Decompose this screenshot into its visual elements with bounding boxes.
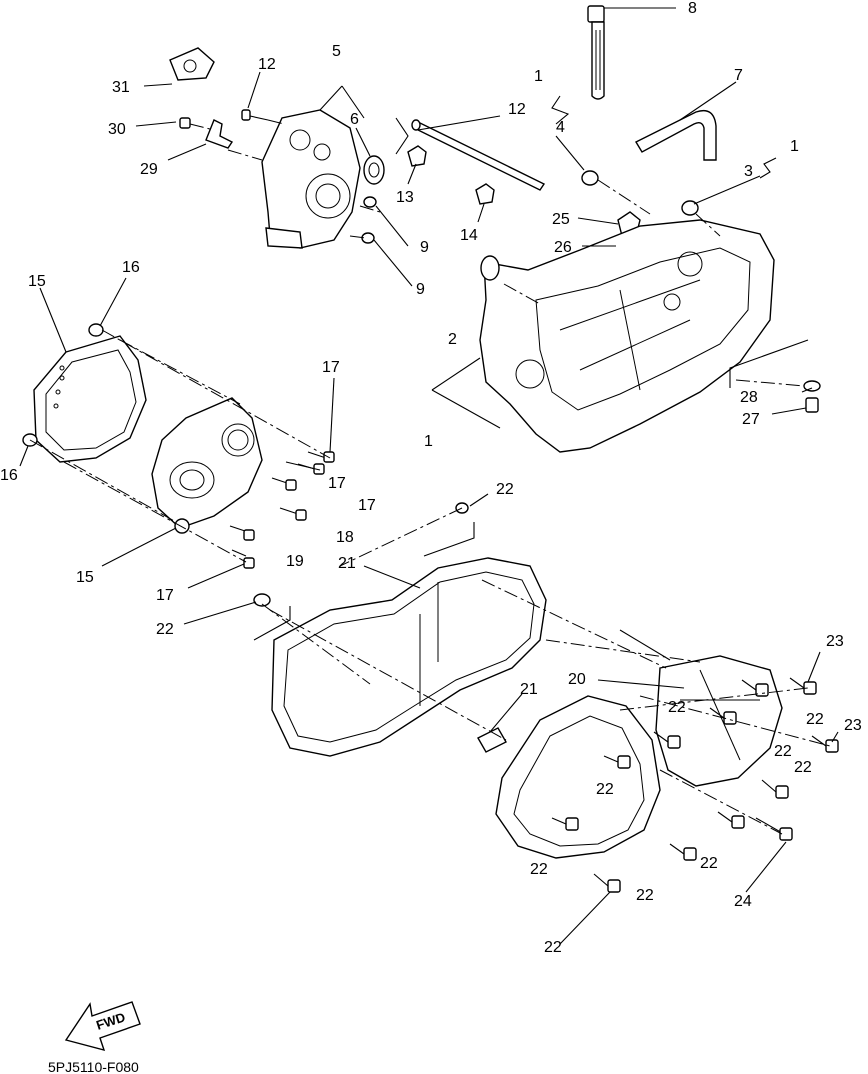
bolt-22e-part (717, 811, 745, 829)
assembly-lines (29, 119, 831, 835)
callout-22: 22 (636, 887, 654, 904)
callout-17: 17 (358, 497, 376, 514)
callout-22: 22 (544, 939, 562, 956)
callout-22: 22 (530, 861, 548, 878)
callout-16: 17 (322, 359, 340, 376)
callout-15: 16 (122, 259, 140, 276)
pump-housing-part (261, 109, 361, 249)
leader-lines (19, 7, 839, 945)
bolt-16b-part (231, 549, 255, 569)
callout-10: 12 (258, 56, 276, 73)
bracket-29-part (205, 119, 234, 149)
callout-20: 21 (520, 681, 538, 698)
nut-12b-part (475, 183, 495, 205)
dowel-4-part (581, 170, 599, 186)
group-brackets (253, 85, 809, 661)
bolt-10-part (241, 109, 269, 121)
callout-2: 2 (448, 331, 457, 348)
callout-17: 18 (336, 529, 354, 546)
washer-28-part (803, 380, 821, 392)
callout-31: 31 (112, 79, 130, 96)
seal-6-part (363, 155, 385, 185)
hose-part (635, 109, 717, 161)
callout-23: 23 (826, 633, 844, 650)
bolt-17c-part (279, 507, 307, 521)
bolt-22b-part (551, 817, 579, 831)
nut-12a-part (407, 145, 427, 167)
bolt-17b-part (271, 477, 297, 491)
callout-17: 19 (286, 553, 304, 570)
bolt-22g-part (709, 707, 737, 725)
callout-27: 27 (742, 411, 760, 428)
callout-7: 7 (734, 67, 743, 84)
callout-1: 1 (424, 433, 433, 450)
callout-30: 30 (108, 121, 126, 138)
dowel-20-part (477, 727, 507, 753)
diagram-code: 5PJ5110-F080 (48, 1059, 139, 1074)
callout-28: 28 (740, 389, 758, 406)
callout-9: 9 (416, 281, 425, 298)
gasket-14-part (33, 335, 147, 463)
callout-11: 12 (508, 101, 526, 118)
callout-6: 6 (350, 111, 359, 128)
callout-22: 22 (596, 781, 614, 798)
callout-1: 1 (534, 68, 543, 85)
callout-5: 5 (332, 43, 341, 60)
callout-1: 1 (790, 138, 799, 155)
dowel-15a-part (88, 323, 104, 337)
plate-part (169, 47, 215, 81)
callout-22: 22 (794, 759, 812, 776)
callout-23: 23 (844, 717, 862, 734)
callout-15: 16 (0, 467, 18, 484)
dowel-3-part (681, 200, 699, 216)
bolt-30-part (179, 117, 215, 131)
crankcase-cover-part (495, 695, 661, 859)
bolt-24-part (755, 817, 793, 841)
bolt-22c-part (593, 873, 621, 893)
callout-21: 22 (496, 481, 514, 498)
callout-24: 24 (734, 893, 752, 910)
dowel-9-part (361, 196, 377, 244)
callout-22: 22 (774, 743, 792, 760)
callout-12: 13 (396, 189, 414, 206)
bolt-22f-part (761, 779, 789, 799)
shaft-11-part (411, 119, 546, 191)
callout-9: 9 (420, 239, 429, 256)
callout-labels: 8 7 1 4 1 3 5 6 12 31 30 29 12 13 9 9 14… (0, 0, 862, 956)
bolt-23a-part (789, 677, 817, 695)
fwd-arrow-icon: FWD (64, 1001, 141, 1052)
bolt-27-part (805, 397, 819, 413)
callout-16: 17 (156, 587, 174, 604)
callout-8: 8 (688, 0, 697, 17)
callout-12: 14 (460, 227, 478, 244)
callout-25: 25 (552, 211, 570, 228)
callout-14: 15 (28, 273, 46, 290)
dowel-21b-part (253, 593, 271, 607)
callout-29: 29 (140, 161, 158, 178)
callout-22: 22 (806, 711, 824, 728)
bolt-22i-part (653, 731, 681, 749)
bolt-23b-part (811, 735, 839, 753)
bolt-17d-part (229, 525, 255, 541)
gasket-19-part (271, 557, 547, 757)
callout-13: 15 (76, 569, 94, 586)
cable-tie-part (587, 5, 605, 100)
bolt-22a-part (603, 755, 631, 769)
callout-17: 17 (328, 475, 346, 492)
callout-22: 22 (668, 699, 686, 716)
callout-26: 26 (554, 239, 572, 256)
callout-4: 4 (556, 119, 565, 136)
callout-22: 22 (700, 855, 718, 872)
cover-18-part (655, 655, 783, 787)
callout-21: 22 (156, 621, 174, 638)
callout-18: 20 (568, 671, 586, 688)
crankcase-part (479, 219, 775, 453)
callout-19: 21 (338, 555, 356, 572)
callout-3: 3 (744, 163, 753, 180)
inner-cover-13-part (151, 397, 263, 534)
bolt-22d-part (669, 843, 697, 861)
